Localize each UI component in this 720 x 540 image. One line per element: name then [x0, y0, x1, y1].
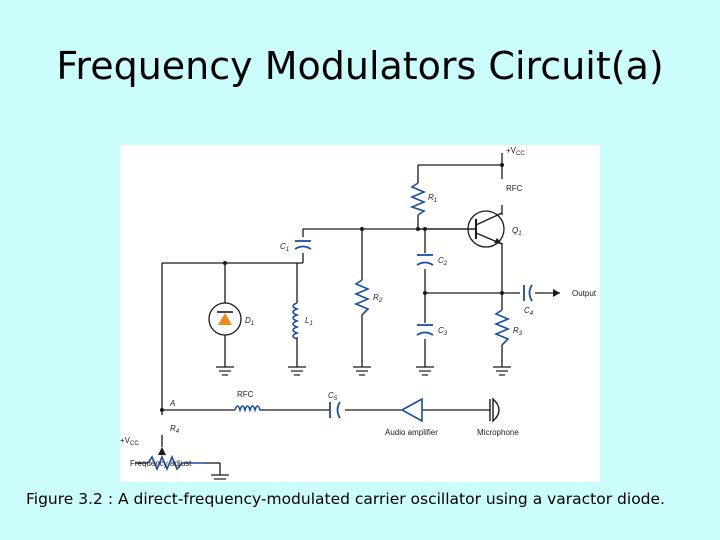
label-r4: R4 [170, 424, 180, 435]
label-c2: C2 [438, 256, 448, 267]
audio-amplifier-icon [400, 397, 423, 423]
slide-title: Frequency Modulators Circuit(a) [56, 44, 664, 88]
label-r2: R2 [373, 293, 383, 304]
capacitor-c4 [523, 284, 533, 302]
label-r1: R1 [428, 193, 437, 204]
ground-d1 [216, 366, 234, 376]
inductors [234, 302, 300, 413]
capacitor-c2 [416, 254, 434, 266]
ground-c3 [416, 366, 434, 376]
resistor-r2 [353, 279, 371, 316]
label-frequency-adjust: Frequency adjust [130, 459, 192, 468]
figure-caption: Figure 3.2 : A direct-frequency-modulate… [26, 490, 665, 508]
transistor-q1 [467, 210, 505, 248]
label-r3: R3 [513, 326, 523, 337]
ground-r3 [493, 366, 511, 376]
label-vcc-top: +VCC [506, 146, 525, 157]
r4-wiper-arrow [158, 447, 166, 455]
resistor-r1 [409, 182, 427, 216]
label-c3: C3 [438, 326, 448, 337]
junction-dots [160, 163, 504, 412]
label-q1: Q1 [512, 226, 522, 237]
label-c1: C1 [280, 242, 289, 253]
label-microphone: Microphone [477, 428, 519, 437]
label-c4: C4 [524, 306, 534, 317]
label-output: Output [572, 289, 597, 298]
label-rfc-top: RFC [506, 184, 523, 193]
capacitor-c5 [329, 401, 341, 419]
inductor-rfc-bottom [234, 405, 262, 413]
capacitors [294, 240, 533, 419]
ground-symbols [211, 366, 511, 480]
ground-l1 [288, 366, 306, 376]
resistor-r3 [493, 309, 511, 346]
circuit-diagram: +VCC RFC R1 Q1 C1 C2 C3 C4 C5 D1 L1 R2 R… [120, 146, 597, 480]
label-d1: D1 [245, 316, 254, 327]
capacitor-c3 [416, 324, 434, 336]
label-c5: C5 [328, 391, 338, 402]
ground-r4 [211, 474, 229, 480]
microphone-icon [489, 397, 500, 423]
inductor-l1 [292, 302, 300, 340]
wires [135, 153, 560, 475]
varactor-diode-d1 [208, 302, 242, 336]
capacitor-c1 [294, 240, 312, 250]
resistors [147, 182, 511, 472]
circuit-figure: +VCC RFC R1 Q1 C1 C2 C3 C4 C5 D1 L1 R2 R… [120, 145, 600, 482]
resistor-r4 [147, 454, 204, 472]
label-node-a: A [169, 399, 175, 408]
label-rfc-bottom: RFC [237, 390, 254, 399]
output-arrow [553, 289, 560, 297]
label-l1: L1 [305, 316, 313, 327]
ground-r2 [353, 366, 371, 376]
label-audio-amplifier: Audio amplifier [385, 428, 438, 437]
label-vcc-left: +VCC [120, 436, 139, 447]
